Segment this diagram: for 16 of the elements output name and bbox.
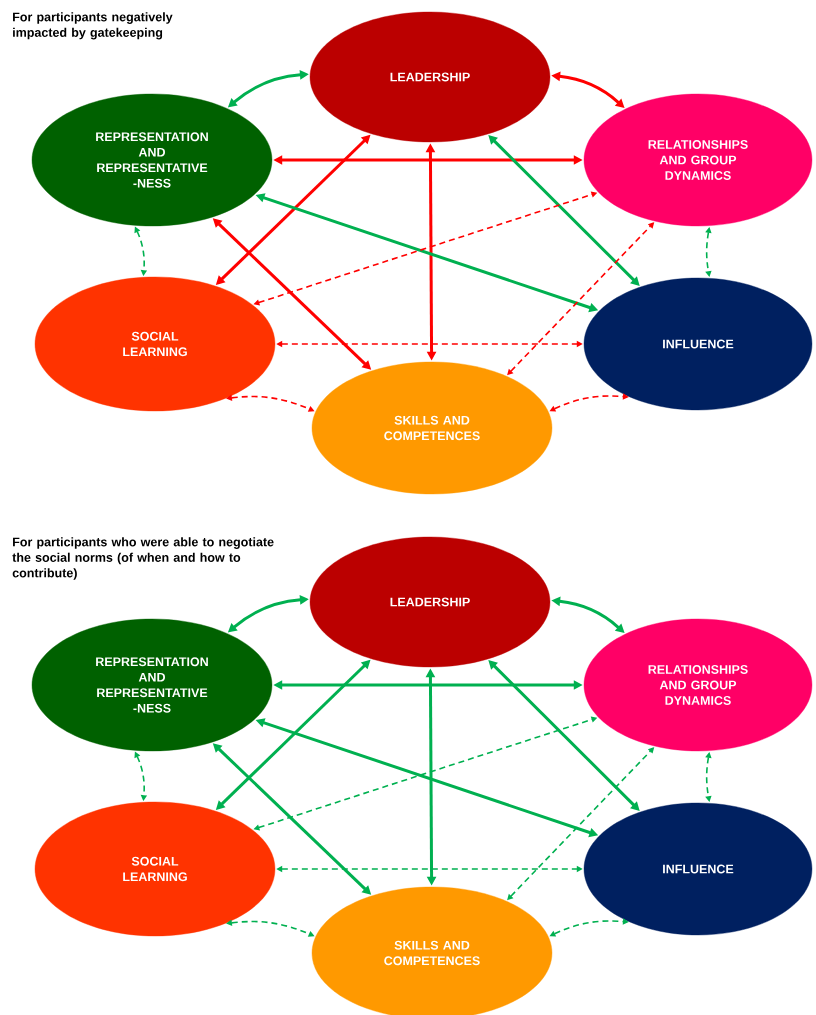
ellipse-node: INFLUENCE xyxy=(583,802,813,936)
ellipse-node: SOCIAL LEARNING xyxy=(34,276,276,412)
ellipse-node: SKILLS AND COMPETENCES xyxy=(311,361,553,495)
ellipse-node: SOCIAL LEARNING xyxy=(34,801,276,937)
ellipse-node: REPRESENTATION AND REPRESENTATIVE -NESS xyxy=(31,618,273,752)
ellipse-node: SKILLS AND COMPETENCES xyxy=(311,886,553,1015)
arrow xyxy=(488,135,640,286)
ellipse-node: REPRESENTATION AND REPRESENTATIVE -NESS xyxy=(31,93,273,227)
arrow xyxy=(488,660,640,811)
ellipse-node: RELATIONSHIPS AND GROUP DYNAMICS xyxy=(583,93,813,227)
ellipse-node: RELATIONSHIPS AND GROUP DYNAMICS xyxy=(583,618,813,752)
panel-heading: For participants who were able to negotiate the social norms (of when and how to contribute) xyxy=(12,537,274,580)
ellipse-node: INFLUENCE xyxy=(583,277,813,411)
ellipse-node: LEADERSHIP xyxy=(309,11,551,143)
ellipse-node: LEADERSHIP xyxy=(309,536,551,668)
panel-heading: For participants negatively impacted by gatekeeping xyxy=(13,12,173,40)
